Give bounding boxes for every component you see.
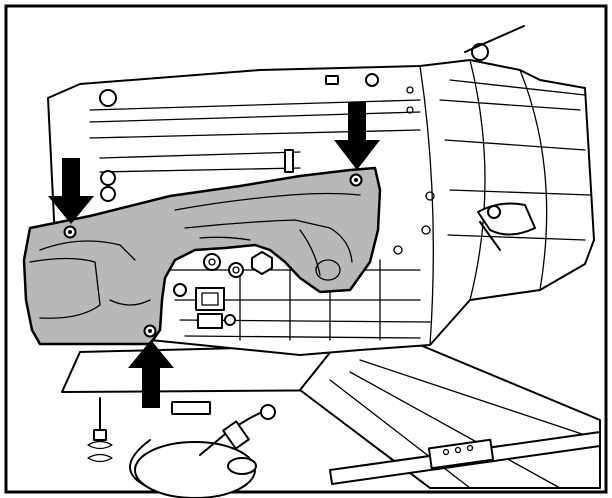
bolt-icon: [349, 173, 363, 187]
jack-handle: [329, 431, 601, 485]
bolt-icon: [143, 324, 157, 338]
shield-contours: [29, 192, 361, 319]
up-arrow-icon: [128, 340, 174, 408]
down-arrow-icon: [334, 102, 380, 170]
bolt-icon: [63, 225, 77, 239]
down-arrow-icon: [48, 158, 94, 224]
valve-body: [169, 251, 431, 341]
transmission-lower-shield: [22, 166, 382, 346]
diagram-frame: [4, 4, 608, 494]
